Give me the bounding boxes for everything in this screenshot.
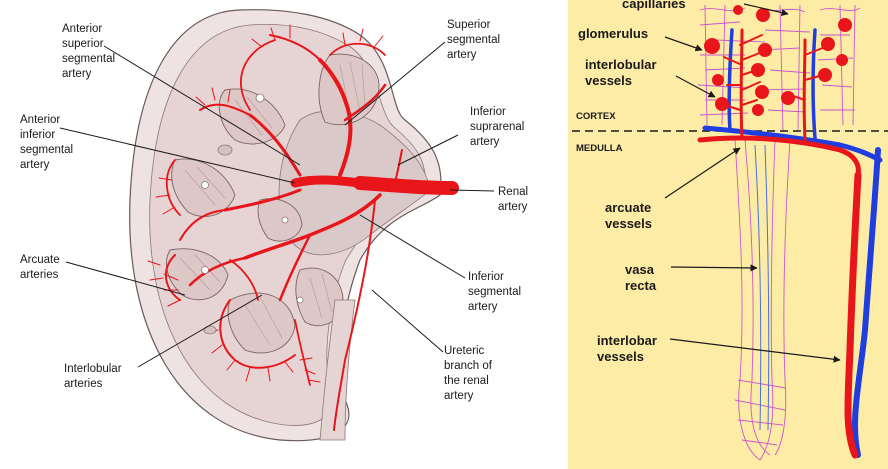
label-glomerulus: glomerulus: [578, 26, 648, 42]
label-cortex: CORTEX: [576, 111, 616, 122]
label-vasa-recta: vasa recta: [625, 262, 656, 294]
label-inferior-segmental-artery: Inferior segmental artery: [468, 270, 521, 315]
label-superior-segmental-artery: Superior segmental artery: [447, 18, 500, 63]
label-renal-artery: Renal artery: [498, 185, 528, 215]
label-anterior-superior-segmental-artery: Anterior superior segmental artery: [62, 22, 115, 82]
label-capillaries: capillaries: [622, 0, 686, 12]
label-medulla: MEDULLA: [576, 143, 622, 154]
label-ureteric-branch: Ureteric branch of the renal artery: [444, 344, 492, 404]
label-interlobular-vessels: interlobular vessels: [585, 57, 657, 89]
label-anterior-inferior-segmental-artery: Anterior inferior segmental artery: [20, 113, 73, 173]
label-interlobular-arteries: Interlobular arteries: [64, 362, 122, 392]
kidney-cross-section: [60, 10, 494, 441]
label-interlobar-vessels: interlobar vessels: [597, 333, 657, 365]
label-inferior-suprarenal-artery: Inferior suprarenal artery: [470, 105, 524, 150]
label-arcuate-arteries: Arcuate arteries: [20, 253, 60, 283]
label-arcuate-vessels: arcuate vessels: [605, 200, 652, 232]
